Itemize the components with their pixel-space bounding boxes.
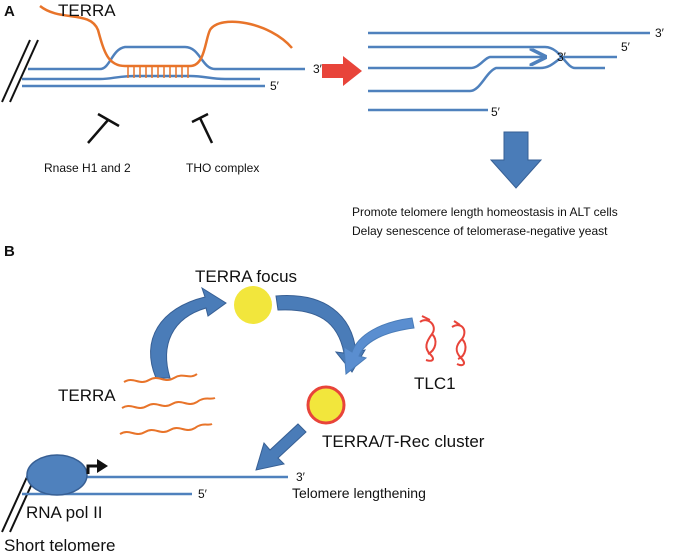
right-mid-end-label: 5′ xyxy=(621,40,631,54)
short-telomere-label: Short telomere xyxy=(4,536,116,555)
curved-arrow-tlc1 xyxy=(343,317,415,375)
inhibitor-label-tho: THO complex xyxy=(186,161,259,175)
panel-a-letter: A xyxy=(4,3,15,20)
cluster-label: TERRA/T-Rec cluster xyxy=(322,432,485,451)
left-bottom-end-label: 5′ xyxy=(270,79,280,93)
terra-rna-strand xyxy=(39,4,293,68)
tlc1-rna-2 xyxy=(451,320,467,367)
inhibitor-rnase-h xyxy=(87,112,120,144)
big-down-arrow xyxy=(489,131,543,189)
right-recombination-dna xyxy=(368,31,650,112)
right-lower-strand xyxy=(368,55,617,93)
terra-label-b: TERRA xyxy=(58,386,116,405)
tlc1-rna-1 xyxy=(419,315,437,362)
outcome-line-1: Promote telomere length homeostasis in A… xyxy=(352,205,618,219)
telomere-lengthening-label: Telomere lengthening xyxy=(292,485,426,501)
left-top-strand xyxy=(28,45,305,71)
right-branch-end-label: 3′ xyxy=(557,50,567,64)
panel-b-letter: B xyxy=(4,243,15,260)
rloop-hybrid-rungs xyxy=(127,66,189,78)
right-top-end-label: 3′ xyxy=(655,26,665,40)
right-branch-strand xyxy=(368,57,545,70)
short-top-end-label: 3′ xyxy=(296,470,306,484)
curved-arrow-left-up xyxy=(150,286,227,379)
terra-focus-circle xyxy=(234,286,272,324)
terra-label-a: TERRA xyxy=(58,1,116,20)
left-lower-strand xyxy=(22,74,260,81)
chromosome-end-hatch-a xyxy=(1,39,39,103)
left-top-end-label: 3′ xyxy=(313,62,323,76)
short-bottom-end-label: 5′ xyxy=(198,487,208,501)
red-transition-arrow xyxy=(322,56,362,86)
inhibitor-label-rnase: Rnase H1 and 2 xyxy=(44,161,131,175)
terra-focus-label: TERRA focus xyxy=(195,267,297,286)
terra-trec-cluster-circle xyxy=(306,385,346,425)
tlc1-label: TLC1 xyxy=(414,374,456,393)
inhibitor-tho xyxy=(191,112,214,144)
left-telomere-dna xyxy=(22,45,305,88)
right-bottom-end-label: 5′ xyxy=(491,105,501,119)
tlc1-rna-icons xyxy=(419,315,467,367)
terra-wavy-rna xyxy=(119,373,216,435)
rna-pol-ii-ellipse xyxy=(26,454,88,496)
rna-pol-label: RNA pol II xyxy=(26,503,103,522)
transcription-start-arrow xyxy=(86,459,108,474)
cluster-diagonal-arrow xyxy=(255,423,307,471)
outcome-line-2: Delay senescence of telomerase-negative … xyxy=(352,224,608,238)
